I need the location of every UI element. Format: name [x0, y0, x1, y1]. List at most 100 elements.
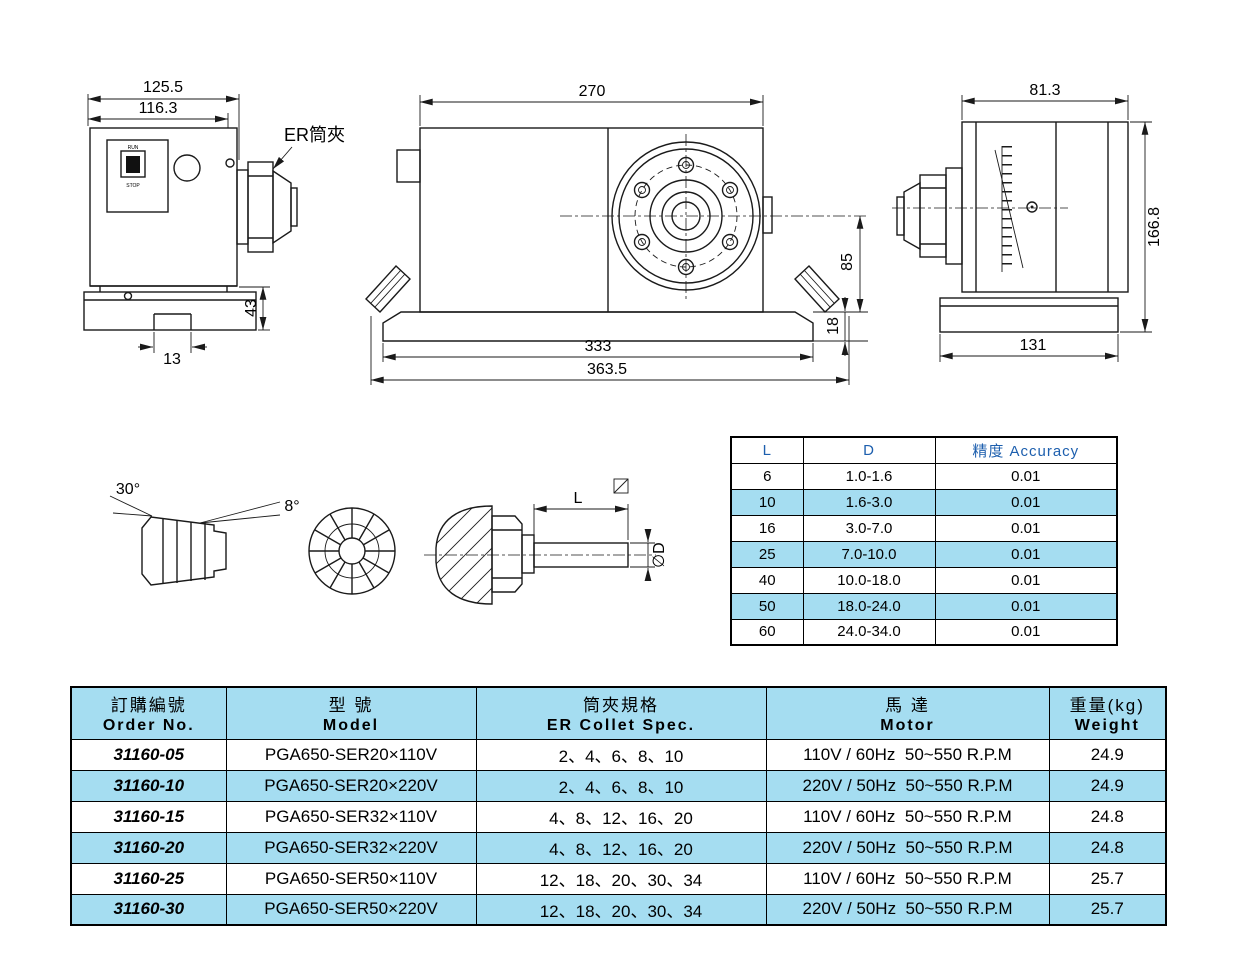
acc-cell-l: 6 [730, 462, 804, 490]
spec-header-collet-zh: 筒夾規格 [583, 696, 659, 716]
dim-166-8: 166.8 [1146, 207, 1163, 247]
acc-cell-l: 50 [730, 592, 804, 620]
acc-cell-l: 25 [730, 540, 804, 568]
accuracy-row: 60 24.0-34.0 0.01 [730, 618, 1118, 646]
dim-363-5: 363.5 [587, 361, 627, 378]
spec-header-row: 訂購編號 Order No. 型 號 Model 筒夾規格 ER Collet … [70, 686, 1167, 740]
spec-header-collet: 筒夾規格 ER Collet Spec. [475, 686, 767, 740]
spec-cell-motor: 220V / 50Hz 50~550 R.P.M [765, 831, 1050, 864]
spec-header-weight-en: Weight [1074, 717, 1140, 735]
spec-cell-order: 31160-20 [70, 831, 227, 864]
spec-header-weight-zh: 重量(kg) [1069, 696, 1145, 716]
spec-cell-collet: 12、18、20、30、34 [475, 862, 767, 895]
drawing-front-view: 270 85 [365, 83, 868, 385]
spec-header-motor: 馬 達 Motor [765, 686, 1050, 740]
accuracy-row: 25 7.0-10.0 0.01 [730, 540, 1118, 568]
acc-cell-accuracy: 0.01 [934, 592, 1118, 620]
spec-row: 31160-30 PGA650-SER50×220V 12、18、20、30、3… [70, 893, 1167, 926]
spec-cell-motor: 220V / 50Hz 50~550 R.P.M [765, 893, 1050, 926]
accuracy-header-row: L D 精度 Accuracy [730, 436, 1118, 464]
acc-cell-l: 60 [730, 618, 804, 646]
acc-cell-accuracy: 0.01 [934, 566, 1118, 594]
accuracy-row: 50 18.0-24.0 0.01 [730, 592, 1118, 620]
dim-18: 18 [825, 317, 842, 335]
spec-cell-order: 31160-30 [70, 893, 227, 926]
spec-cell-model: PGA650-SER50×110V [225, 862, 477, 895]
drawing-end-view: 81.3 166.8 131 [892, 82, 1163, 362]
accuracy-header-l: L [730, 436, 804, 464]
acc-cell-d: 1.0-1.6 [802, 462, 936, 490]
spec-cell-weight: 24.9 [1048, 738, 1167, 771]
spec-cell-model: PGA650-SER20×110V [225, 738, 477, 771]
dim-81-3: 81.3 [1029, 82, 1060, 99]
acc-cell-accuracy: 0.01 [934, 540, 1118, 568]
dim-333: 333 [585, 338, 612, 355]
spec-cell-collet: 4、8、12、16、20 [475, 831, 767, 864]
acc-cell-accuracy: 0.01 [934, 618, 1118, 646]
spec-header-model-zh: 型 號 [328, 696, 374, 716]
spec-cell-weight: 25.7 [1048, 893, 1167, 926]
spec-header-motor-en: Motor [880, 717, 935, 735]
spec-row: 31160-10 PGA650-SER20×220V 2、4、6、8、10 22… [70, 769, 1167, 802]
spec-cell-motor: 220V / 50Hz 50~550 R.P.M [765, 769, 1050, 802]
accuracy-row: 10 1.6-3.0 0.01 [730, 488, 1118, 516]
spec-header-weight: 重量(kg) Weight [1048, 686, 1167, 740]
drawing-collet-side: 30° 8° [109, 481, 300, 586]
er-collet-callout: ER筒夾 [284, 125, 345, 145]
spec-header-order-zh: 訂購編號 [110, 696, 187, 716]
acc-cell-accuracy: 0.01 [934, 462, 1118, 490]
technical-drawings: RUN STOP 125.5 116.3 43 [83, 79, 1163, 605]
surface-finish-symbol-icon [613, 478, 629, 494]
acc-cell-d: 18.0-24.0 [802, 592, 936, 620]
stop-label: STOP [126, 183, 140, 189]
accuracy-row: 6 1.0-1.6 0.01 [730, 462, 1118, 490]
spec-header-model: 型 號 Model [225, 686, 477, 740]
acc-cell-l: 16 [730, 514, 804, 542]
dim-270: 270 [579, 83, 606, 100]
accuracy-header-d: D [802, 436, 936, 464]
dim-13: 13 [163, 351, 181, 368]
dim-131: 131 [1020, 337, 1047, 354]
spec-header-model-en: Model [322, 717, 380, 735]
spec-row: 31160-05 PGA650-SER20×110V 2、4、6、8、10 11… [70, 738, 1167, 771]
angle-8: 8° [284, 498, 299, 515]
acc-cell-accuracy: 0.01 [934, 488, 1118, 516]
run-label: RUN [128, 145, 139, 151]
spec-row: 31160-25 PGA650-SER50×110V 12、18、20、30、3… [70, 862, 1167, 895]
dim-125-5: 125.5 [143, 79, 183, 96]
dim-L: L [574, 490, 583, 507]
spec-header-order: 訂購編號 Order No. [70, 686, 227, 740]
spec-cell-model: PGA650-SER50×220V [225, 893, 477, 926]
spec-table: 訂購編號 Order No. 型 號 Model 筒夾規格 ER Collet … [70, 686, 1167, 926]
drawing-collet-front [308, 507, 396, 595]
acc-cell-d: 10.0-18.0 [802, 566, 936, 594]
spec-cell-model: PGA650-SER32×110V [225, 800, 477, 833]
spec-cell-weight: 24.9 [1048, 769, 1167, 802]
acc-cell-d: 3.0-7.0 [802, 514, 936, 542]
spec-cell-model: PGA650-SER32×220V [225, 831, 477, 864]
spec-cell-collet: 2、4、6、8、10 [475, 769, 767, 802]
spec-row: 31160-20 PGA650-SER32×220V 4、8、12、16、20 … [70, 831, 1167, 864]
spec-cell-collet: 12、18、20、30、34 [475, 893, 767, 926]
drawing-collet-assembly: L ∅D [424, 478, 668, 605]
spec-cell-weight: 24.8 [1048, 800, 1167, 833]
acc-cell-accuracy: 0.01 [934, 514, 1118, 542]
accuracy-header-accuracy: 精度 Accuracy [934, 436, 1118, 464]
dim-43: 43 [243, 299, 260, 317]
angle-30: 30° [116, 481, 140, 498]
spec-cell-order: 31160-10 [70, 769, 227, 802]
spec-cell-motor: 110V / 60Hz 50~550 R.P.M [765, 738, 1050, 771]
acc-cell-d: 1.6-3.0 [802, 488, 936, 516]
acc-cell-d: 7.0-10.0 [802, 540, 936, 568]
spec-header-motor-zh: 馬 達 [885, 696, 930, 716]
accuracy-row: 16 3.0-7.0 0.01 [730, 514, 1118, 542]
acc-cell-l: 10 [730, 488, 804, 516]
drawing-side-view: RUN STOP 125.5 116.3 43 [83, 79, 345, 368]
acc-cell-l: 40 [730, 566, 804, 594]
dim-116-3: 116.3 [139, 100, 178, 117]
spec-cell-motor: 110V / 60Hz 50~550 R.P.M [765, 862, 1050, 895]
dim-diameter-D: ∅D [651, 542, 668, 568]
spec-cell-order: 31160-25 [70, 862, 227, 895]
spec-cell-weight: 24.8 [1048, 831, 1167, 864]
